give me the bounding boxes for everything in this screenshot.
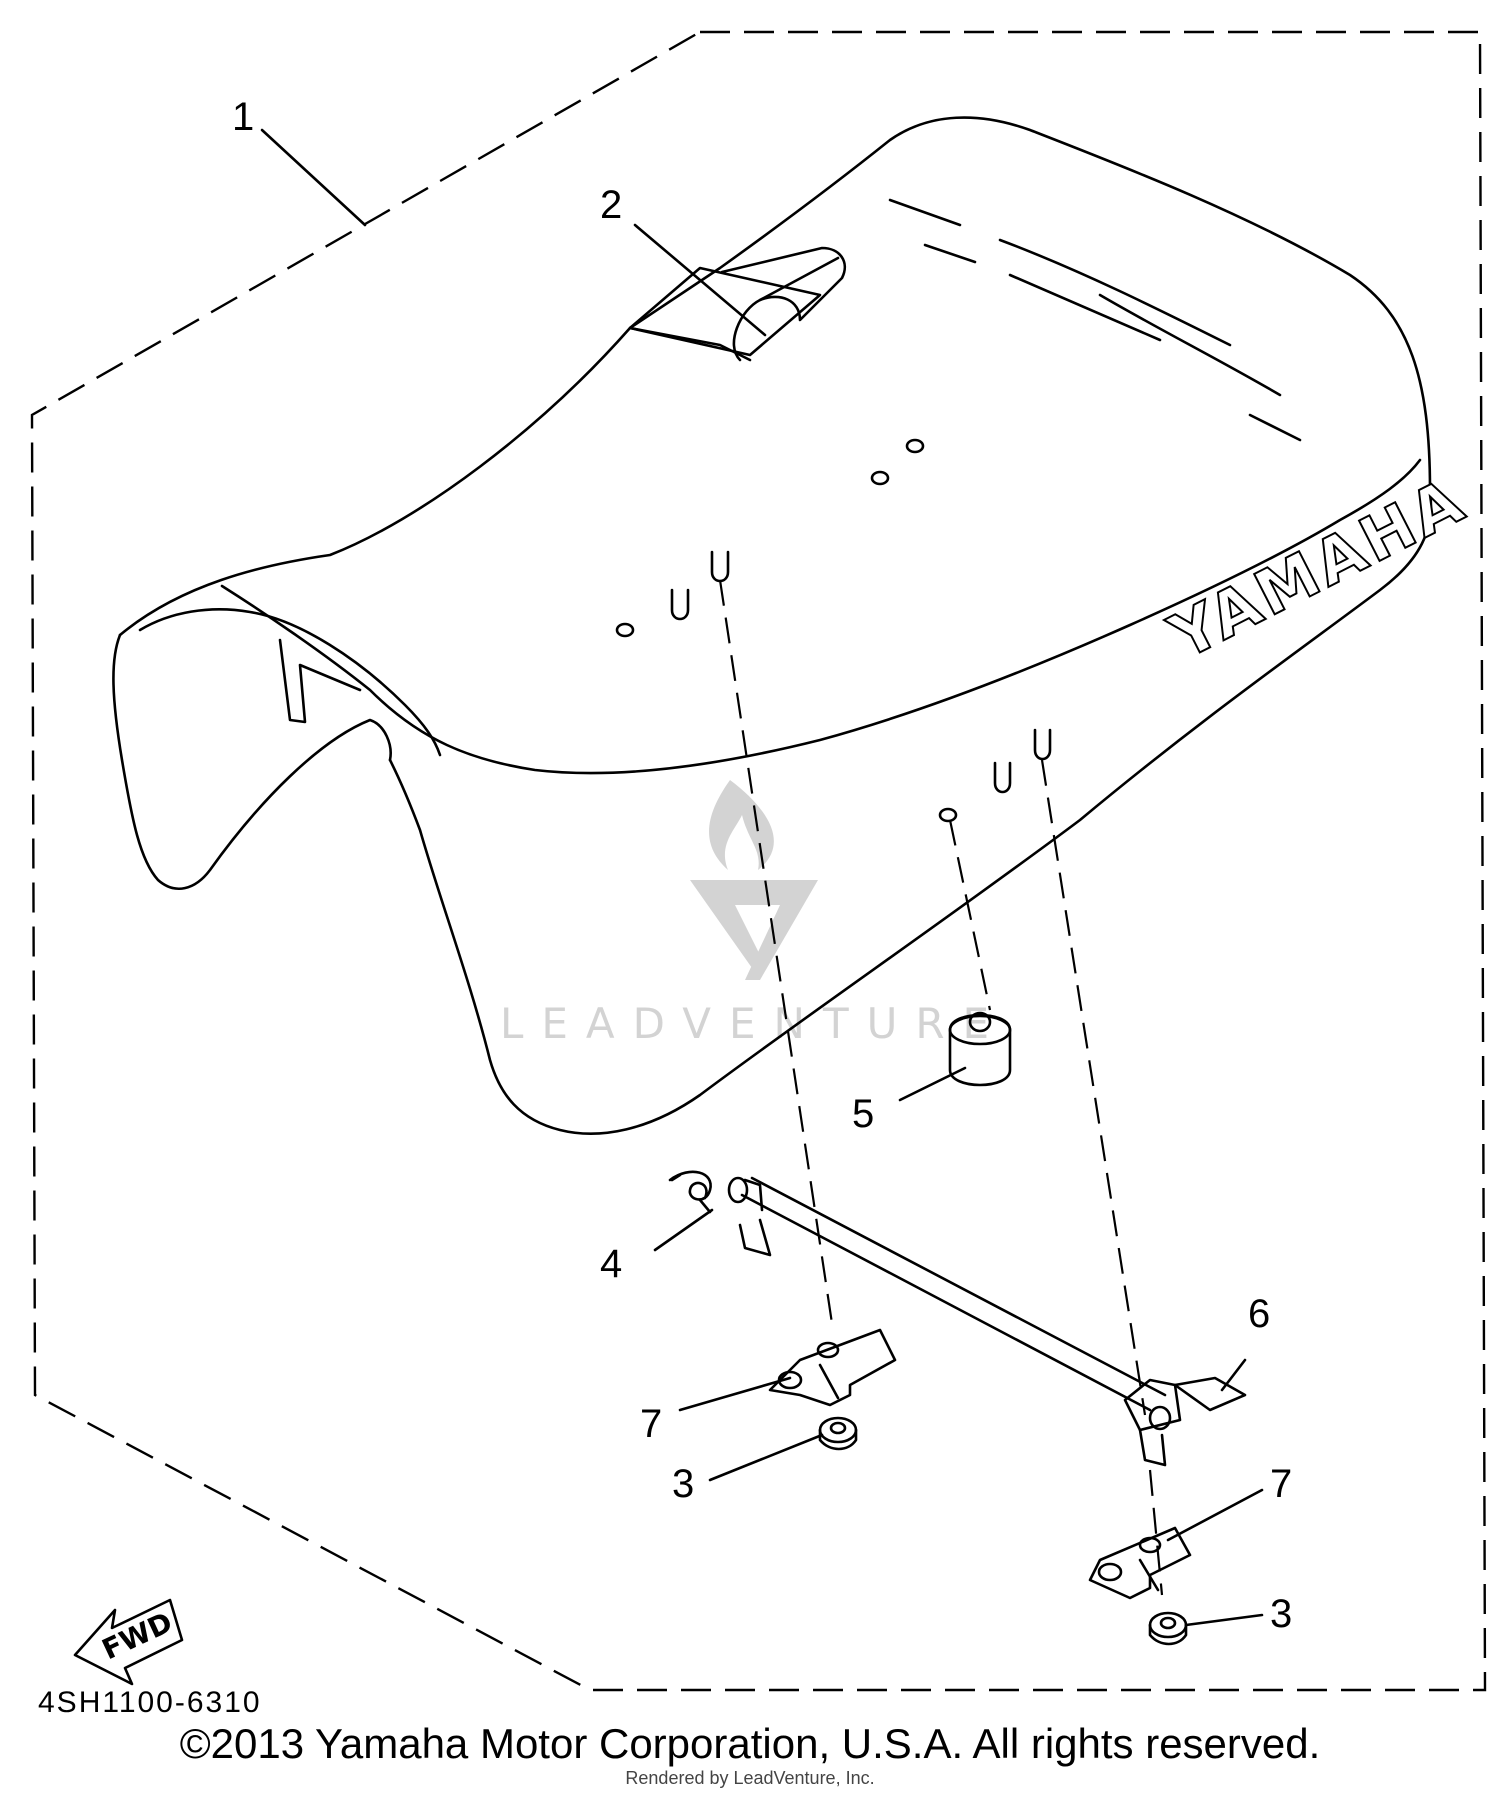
seat: YAMAHA — [112, 116, 1478, 1135]
diagram-part-number: 4SH1100-6310 — [38, 1686, 262, 1719]
watermark-text: LEADVENTURE — [500, 999, 1007, 1048]
guide-line-nut-right — [1148, 1469, 1164, 1596]
callout-5: 5 — [852, 1092, 874, 1136]
leader-line-5 — [898, 1066, 967, 1102]
rendered-by-credit: Rendered by LeadVenture, Inc. — [625, 1768, 875, 1788]
callout-1: 1 — [232, 95, 254, 139]
guide-line-damper — [948, 819, 992, 1011]
leader-line-7b — [1166, 1488, 1264, 1542]
leader-line-3a — [708, 1433, 824, 1482]
callout-7-left: 7 — [640, 1402, 662, 1446]
leader-line-3b — [1184, 1613, 1264, 1627]
nut-part-left — [818, 1416, 858, 1451]
guide-line-right — [1040, 759, 1147, 1416]
plate-part-left — [768, 1328, 897, 1407]
leader-line-6 — [1220, 1358, 1247, 1392]
callout-2: 2 — [600, 183, 622, 227]
callout-3-right: 3 — [1270, 1592, 1292, 1636]
nut-part-right — [1148, 1611, 1188, 1646]
leadventure-watermark: LEADVENTURE — [500, 780, 1007, 1048]
leader-line-1 — [260, 128, 367, 227]
plate-part-right — [1088, 1526, 1192, 1600]
callout-6: 6 — [1248, 1292, 1270, 1336]
damper-part — [948, 1011, 1012, 1087]
guide-line-left — [718, 579, 835, 1331]
copyright-notice: ©2013 Yamaha Motor Corporation, U.S.A. A… — [179, 1720, 1321, 1767]
leader-line-7a — [678, 1376, 792, 1412]
callout-7-right: 7 — [1270, 1462, 1292, 1506]
assembly-boundary — [30, 30, 1487, 1692]
yamaha-logo: YAMAHA — [1158, 463, 1478, 674]
leader-line-4 — [653, 1208, 714, 1252]
fwd-arrow-icon: FWD — [73, 1598, 184, 1686]
hinge-rod-part — [727, 1176, 1247, 1467]
spring-part — [668, 1170, 712, 1214]
callout-4: 4 — [600, 1242, 622, 1286]
callout-3-left: 3 — [672, 1462, 694, 1506]
leader-line-2 — [633, 223, 767, 337]
